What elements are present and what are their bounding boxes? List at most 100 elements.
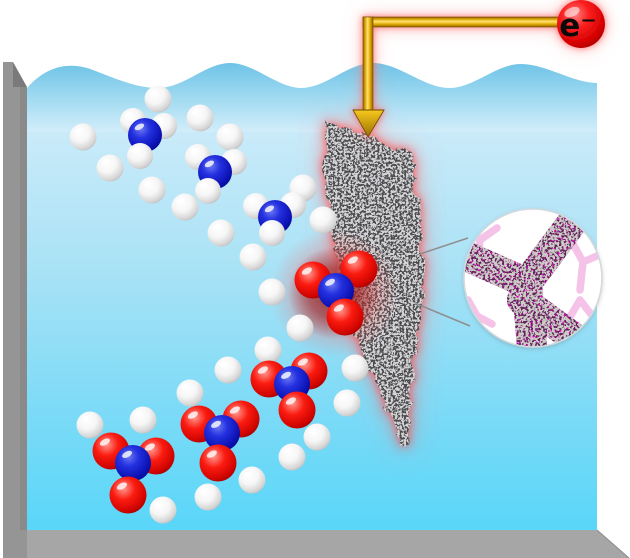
- ammonia-h-atom-highlight: [190, 148, 198, 154]
- hydrogen-sphere: [238, 466, 266, 494]
- hydrogen-sphere-highlight: [154, 500, 163, 507]
- nitrate-o-atom-highlight: [333, 304, 344, 312]
- hydrogen-sphere: [278, 443, 306, 471]
- nitrate-layer: [92, 352, 328, 514]
- hydrogen-sphere-highlight: [101, 158, 110, 165]
- hydrogen-sphere-highlight: [221, 127, 230, 134]
- magenta-foam-arm-texture: [507, 285, 588, 347]
- nitrate-o-atom-highlight: [144, 443, 155, 451]
- nitrate-o-atom-highlight: [99, 438, 110, 446]
- electron-ball-highlight: [564, 6, 580, 18]
- hydrogen-sphere-highlight: [176, 197, 185, 204]
- frame-left-bevel: [13, 62, 27, 87]
- hydrogen-sphere-highlight: [314, 210, 323, 217]
- hydrogen-sphere-highlight: [338, 393, 347, 400]
- ammonia-n-atom-highlight: [204, 160, 215, 168]
- nitrate-o-atom-highlight: [206, 450, 217, 458]
- nitrate-o-atom: [278, 391, 316, 429]
- callout-line-bottom: [416, 303, 471, 327]
- hydrogen-sphere: [144, 85, 172, 113]
- hydrogen-sphere-highlight: [81, 415, 90, 422]
- nitrate-n-atom-highlight: [325, 278, 336, 286]
- hydrogen-sphere: [207, 219, 235, 247]
- arrowhead-icon: [352, 109, 385, 138]
- hydrogen-sphere-highlight: [143, 180, 152, 187]
- inset-rim: [463, 208, 603, 348]
- ammonia-h-atom-highlight: [248, 197, 256, 203]
- water-surface-waves: [27, 63, 597, 132]
- hydrogen-sphere: [303, 423, 331, 451]
- hydrogen-sphere: [149, 496, 177, 524]
- hydrogen-sphere-highlight: [191, 108, 200, 115]
- white-spheres-layer: [69, 85, 369, 524]
- reacting-nitrate-layer: [294, 250, 378, 336]
- nitrate-n-atom-highlight: [122, 450, 133, 458]
- nitrate-n-atom: [115, 445, 151, 481]
- hydrogen-sphere-highlight: [263, 282, 272, 289]
- frame-left-shade: [20, 87, 27, 530]
- hydrogen-sphere-highlight: [74, 127, 83, 134]
- ammonia-h-atom-highlight: [132, 147, 140, 153]
- hydrogen-sphere: [69, 123, 97, 151]
- hydrogen-sphere: [176, 379, 204, 407]
- hydrogen-sphere: [254, 336, 282, 364]
- hydrogen-sphere-highlight: [212, 223, 221, 230]
- frame-bottom: [3, 530, 629, 558]
- wire-vertical: [362, 16, 374, 113]
- nitrate-n-atom-highlight: [281, 371, 292, 379]
- ammonia-h-atom: [259, 220, 285, 246]
- nitrate-o-atom: [326, 298, 364, 336]
- hydrogen-sphere-highlight: [291, 318, 300, 325]
- hydrogen-sphere-highlight: [219, 360, 228, 367]
- hydrogen-sphere-highlight: [283, 447, 292, 454]
- hydrogen-sphere: [186, 104, 214, 132]
- hydrogen-sphere: [216, 123, 244, 151]
- hydrogen-sphere-highlight: [346, 358, 355, 365]
- hydrogen-sphere: [96, 154, 124, 182]
- hydrogen-sphere: [341, 354, 369, 382]
- ammonia-h-atom-highlight: [200, 182, 208, 188]
- callout-line-top: [419, 237, 469, 255]
- hydrogen-sphere: [309, 206, 337, 234]
- inset-foam-branch-speckle: [464, 209, 588, 347]
- pink-branch-segment: [568, 238, 587, 266]
- nitrate-o-atom-highlight: [297, 358, 308, 366]
- hydrogen-sphere-highlight: [134, 410, 143, 417]
- nitrate-n-atom-highlight: [211, 420, 222, 428]
- hydrogen-sphere-highlight: [181, 383, 190, 390]
- hydrogen-sphere-highlight: [199, 487, 208, 494]
- hydrogen-sphere: [239, 243, 267, 271]
- hydrogen-sphere: [129, 406, 157, 434]
- hydrogen-sphere-highlight: [259, 340, 268, 347]
- ammonia-h-atom-highlight: [285, 196, 293, 202]
- hydrogen-sphere-highlight: [294, 178, 303, 185]
- frame-left: [3, 62, 27, 558]
- hydrogen-sphere: [138, 176, 166, 204]
- wire-horizontal: [362, 16, 562, 28]
- hydrogen-sphere-highlight: [308, 427, 317, 434]
- nitrate-o-atom-highlight: [347, 256, 358, 264]
- ammonia-h-atom-highlight: [125, 112, 133, 118]
- tank-frame: [3, 62, 630, 558]
- ammonia-h-atom: [127, 143, 153, 169]
- nitrate-o-atom-highlight: [116, 482, 127, 490]
- hydrogen-sphere: [258, 278, 286, 306]
- nitrate-o-atom-highlight: [257, 366, 268, 374]
- nitrate-o-atom: [109, 476, 147, 514]
- hydrogen-sphere-highlight: [149, 89, 158, 96]
- ammonia-h-atom-highlight: [226, 153, 234, 159]
- electron-label: e⁻: [559, 8, 596, 44]
- ammonia-layer: [120, 108, 306, 246]
- nitrate-o-atom-highlight: [285, 397, 296, 405]
- pink-branch-segment: [576, 258, 587, 294]
- hydrogen-sphere-highlight: [244, 247, 253, 254]
- ammonia-n-atom-highlight: [134, 123, 145, 131]
- inset-callout-lines: [416, 237, 471, 327]
- ammonia-n-atom-highlight: [264, 205, 275, 213]
- nitrate-o-atom: [199, 444, 237, 482]
- hydrogen-sphere: [286, 314, 314, 342]
- nitrate-o-atom-highlight: [301, 267, 312, 275]
- hydrogen-sphere: [76, 411, 104, 439]
